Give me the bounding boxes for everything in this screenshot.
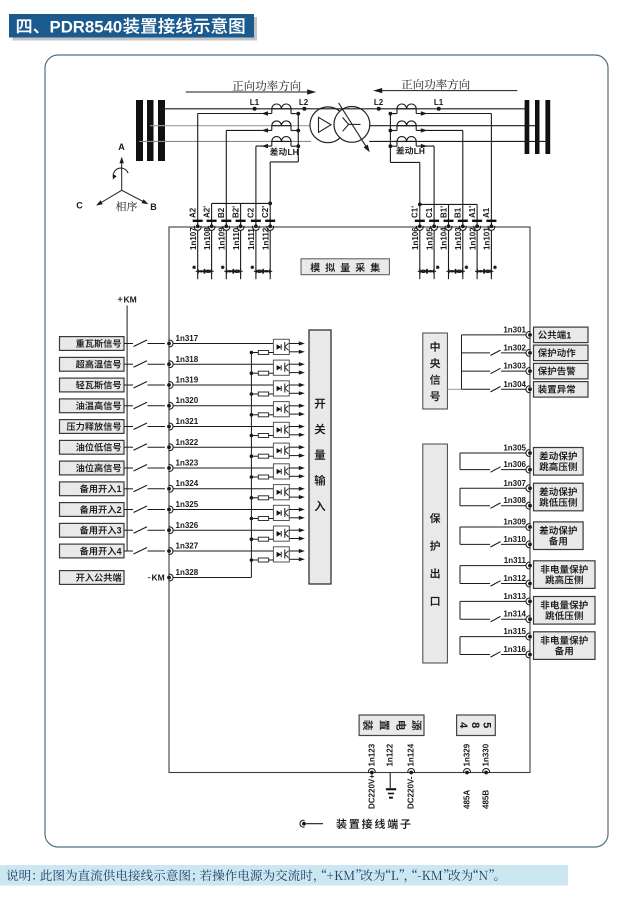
svg-text:1n305: 1n305: [503, 444, 526, 453]
svg-text:B2': B2': [231, 206, 240, 218]
svg-text:B1: B1: [454, 207, 463, 218]
svg-text:1n302: 1n302: [503, 343, 526, 352]
svg-text:1n315: 1n315: [503, 627, 526, 636]
svg-text:1n101: 1n101: [483, 227, 492, 250]
svg-text:1: 1: [566, 330, 571, 340]
svg-text:1n319: 1n319: [176, 376, 199, 385]
svg-text:L2: L2: [299, 98, 309, 107]
svg-text:1n306: 1n306: [503, 460, 526, 469]
svg-text:A1: A1: [482, 207, 491, 218]
svg-text:1n313: 1n313: [503, 592, 526, 601]
svg-text:KM: KM: [152, 572, 165, 582]
svg-text:LH: LH: [288, 147, 299, 157]
svg-text:1n312: 1n312: [503, 574, 526, 583]
svg-text:C1: C1: [425, 207, 434, 218]
svg-text:L1: L1: [250, 98, 260, 107]
svg-text:PDR8540: PDR8540: [50, 18, 123, 37]
svg-text:1: 1: [117, 484, 122, 494]
svg-text:B: B: [150, 202, 157, 212]
svg-text:1n108: 1n108: [203, 227, 212, 250]
svg-text:C2: C2: [247, 207, 256, 218]
svg-text:DC220V+: DC220V+: [367, 774, 376, 809]
svg-text:A1': A1': [468, 206, 477, 218]
svg-text:1n329: 1n329: [463, 743, 472, 766]
svg-text:1n314: 1n314: [503, 610, 526, 619]
svg-text:4: 4: [117, 546, 122, 556]
svg-text:1n320: 1n320: [176, 396, 199, 405]
svg-text:C1': C1': [411, 206, 420, 218]
svg-text:1n308: 1n308: [503, 496, 526, 505]
svg-text:A: A: [118, 142, 125, 152]
svg-text:1n325: 1n325: [176, 500, 199, 509]
svg-text:1n323: 1n323: [176, 459, 199, 468]
svg-text:1n106: 1n106: [411, 227, 420, 250]
svg-text:1n317: 1n317: [176, 334, 199, 343]
svg-text:1n112: 1n112: [261, 227, 270, 250]
svg-text:1n330: 1n330: [482, 743, 491, 766]
svg-text:1n316: 1n316: [503, 645, 526, 654]
svg-text:1n102: 1n102: [468, 227, 477, 250]
svg-text:1n307: 1n307: [503, 479, 526, 488]
svg-text:1n327: 1n327: [176, 542, 199, 551]
svg-text:1n122: 1n122: [386, 743, 395, 766]
svg-text:B2: B2: [217, 207, 226, 218]
svg-text:1n103: 1n103: [454, 227, 463, 250]
svg-text:C: C: [76, 201, 83, 211]
svg-text:L1: L1: [434, 98, 444, 107]
svg-text:1n104: 1n104: [440, 227, 449, 250]
svg-text:C2': C2': [261, 206, 270, 218]
svg-text:4: 4: [457, 722, 469, 729]
svg-text:1n124: 1n124: [407, 743, 416, 766]
svg-text:A2': A2': [202, 206, 211, 218]
svg-text:LH: LH: [414, 146, 425, 156]
svg-text:1n301: 1n301: [503, 325, 526, 334]
svg-text:2: 2: [117, 505, 122, 515]
svg-text:5: 5: [481, 722, 493, 728]
svg-text:1n111: 1n111: [247, 228, 256, 250]
svg-text:1n105: 1n105: [425, 227, 434, 250]
svg-text:1n107: 1n107: [189, 227, 198, 250]
svg-text:1n309: 1n309: [503, 518, 526, 527]
svg-text:8: 8: [469, 722, 481, 728]
svg-text:KM: KM: [124, 295, 137, 305]
svg-text:1n310: 1n310: [503, 535, 526, 544]
svg-text:3: 3: [117, 526, 122, 536]
svg-text:1n326: 1n326: [176, 521, 199, 530]
svg-text:1n123: 1n123: [367, 743, 376, 766]
svg-text:1n303: 1n303: [503, 362, 526, 371]
svg-text:1n322: 1n322: [176, 438, 199, 447]
svg-text:485B: 485B: [482, 790, 491, 809]
svg-text:1n321: 1n321: [176, 417, 199, 426]
svg-text:1n328: 1n328: [176, 568, 199, 577]
svg-text:L2: L2: [374, 98, 384, 107]
svg-text:DC220V-: DC220V-: [407, 776, 416, 809]
svg-text:1n109: 1n109: [218, 227, 227, 250]
svg-text:1n311: 1n311: [504, 556, 527, 565]
svg-text:1n304: 1n304: [503, 380, 526, 389]
svg-text:1n110: 1n110: [232, 227, 241, 250]
svg-text:1n324: 1n324: [176, 479, 199, 488]
svg-text:B1': B1': [439, 206, 448, 218]
svg-text:1n318: 1n318: [176, 355, 199, 364]
svg-text:485A: 485A: [463, 790, 472, 809]
svg-text:A2: A2: [189, 207, 198, 218]
